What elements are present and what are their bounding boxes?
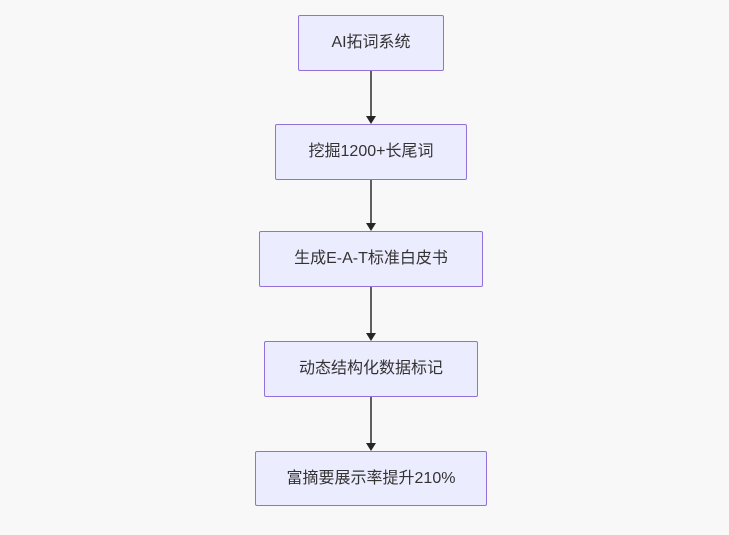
flow-node-label: 生成E-A-T标准白皮书 [294, 250, 448, 267]
flow-node-rich-snippet-rate: 富摘要展示率提升210% [255, 451, 487, 506]
flow-node-eat-whitepaper: 生成E-A-T标准白皮书 [259, 231, 483, 287]
flow-node-ai-expand-system: AI拓词系统 [298, 15, 444, 71]
edge-line [370, 397, 372, 443]
edge-arrow-3 [365, 287, 377, 341]
edge-line [370, 71, 372, 116]
edge-arrow-1 [365, 71, 377, 124]
flow-node-structured-data-markup: 动态结构化数据标记 [264, 341, 478, 397]
flow-node-label: 挖掘1200+长尾词 [308, 143, 434, 160]
edge-line [370, 287, 372, 333]
edge-line [370, 180, 372, 223]
arrowhead-down-icon [366, 223, 376, 231]
arrowhead-down-icon [366, 333, 376, 341]
flow-node-label: 富摘要展示率提升210% [286, 469, 456, 487]
edge-arrow-2 [365, 180, 377, 231]
arrowhead-down-icon [366, 443, 376, 451]
edge-arrow-4 [365, 397, 377, 451]
flow-node-longtail-keywords: 挖掘1200+长尾词 [275, 124, 467, 180]
flow-node-label: AI拓词系统 [331, 34, 411, 51]
arrowhead-down-icon [366, 116, 376, 124]
flow-node-label: 动态结构化数据标记 [298, 360, 443, 377]
